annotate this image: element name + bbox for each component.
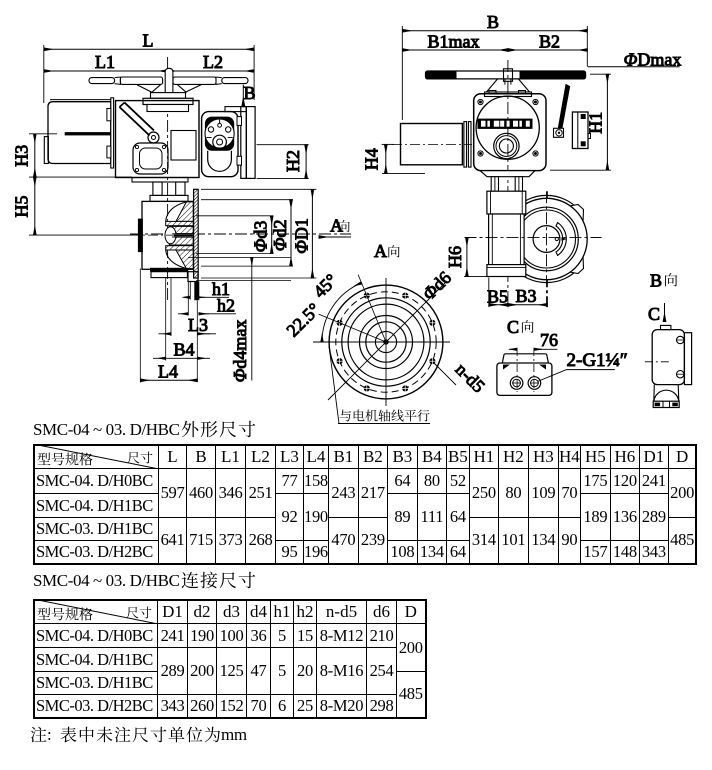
svg-text:B2: B2: [539, 32, 560, 52]
svg-text:h2: h2: [217, 296, 235, 316]
svg-text:L4: L4: [158, 362, 178, 382]
svg-text:B: B: [650, 271, 662, 291]
svg-text:H4: H4: [362, 148, 382, 170]
svg-text:Φd3: Φd3: [251, 221, 271, 253]
svg-text:ΦD1: ΦD1: [292, 218, 312, 254]
svg-text:B5: B5: [487, 287, 508, 307]
svg-text:L2: L2: [203, 52, 223, 72]
svg-text:22.5°: 22.5°: [283, 299, 325, 341]
svg-text:C: C: [507, 317, 519, 337]
svg-text:H2: H2: [283, 150, 303, 172]
svg-text:L3: L3: [188, 315, 208, 335]
svg-text:L: L: [143, 31, 154, 51]
svg-text:Φd4max: Φd4max: [230, 320, 250, 383]
svg-text:L1: L1: [95, 52, 115, 72]
svg-text:C: C: [648, 304, 660, 324]
svg-text:B1max: B1max: [428, 32, 480, 52]
svg-text:A: A: [330, 216, 343, 236]
svg-text:ΦDmax: ΦDmax: [624, 50, 682, 70]
svg-text:A: A: [374, 241, 387, 261]
svg-text:H3: H3: [12, 145, 32, 167]
svg-text:H6: H6: [445, 246, 465, 268]
svg-text:2-G1¼″: 2-G1¼″: [567, 350, 628, 371]
svg-text:B: B: [487, 12, 499, 32]
svg-text:H5: H5: [12, 196, 32, 218]
svg-text:n-d5: n-d5: [452, 359, 489, 396]
svg-text:Φd6: Φd6: [418, 267, 455, 304]
svg-text:45°: 45°: [309, 270, 341, 302]
svg-text:H1: H1: [586, 112, 606, 134]
svg-text:h1: h1: [212, 279, 230, 299]
svg-text:B3: B3: [515, 286, 536, 306]
svg-text:B: B: [243, 83, 255, 103]
svg-text:Φd2: Φd2: [270, 220, 290, 252]
svg-text:B4: B4: [173, 340, 194, 360]
svg-text:76: 76: [540, 330, 558, 350]
